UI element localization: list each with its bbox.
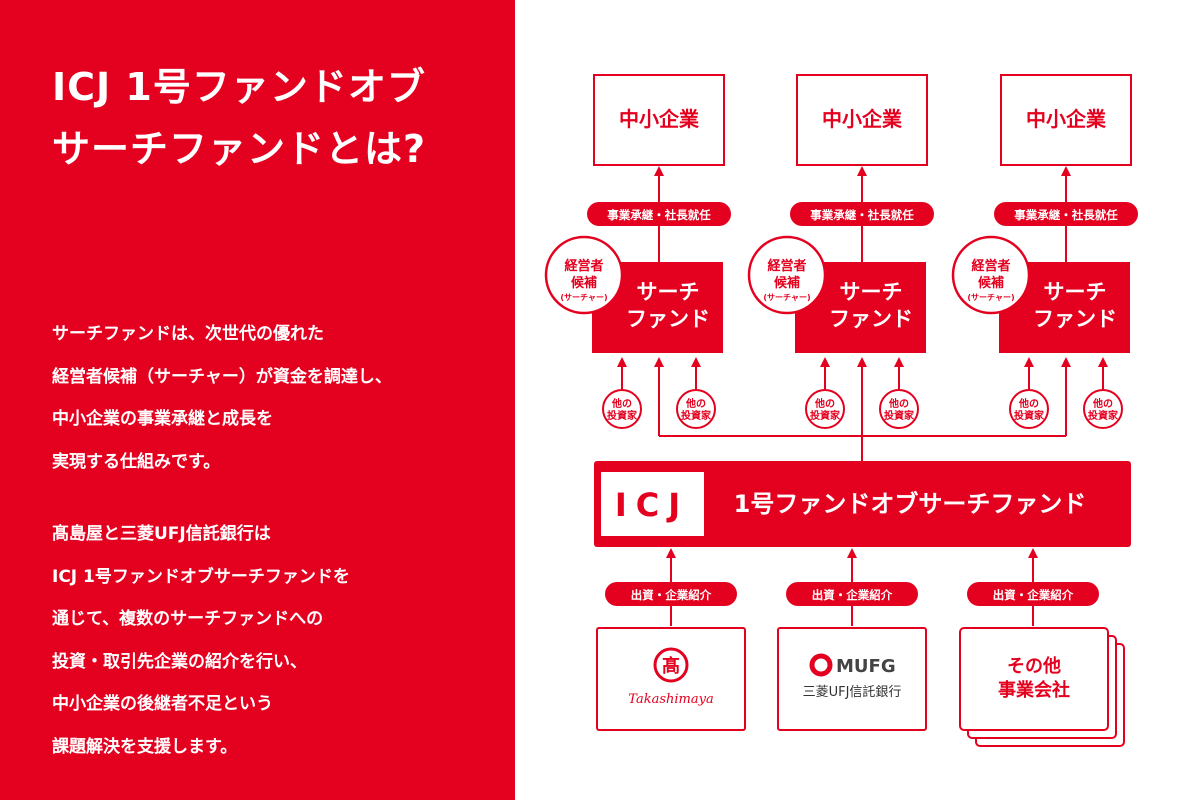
succession-label: 事業承継・社長就任 bbox=[607, 208, 711, 222]
search-fund-label: ファンド bbox=[1033, 307, 1117, 331]
candidate-label: 経営者 bbox=[564, 258, 603, 274]
mufg-card: MUFG 三菱UFJ信託銀行 bbox=[777, 627, 927, 731]
partners-line: 中小企業の後継者不足という bbox=[52, 694, 273, 715]
partners-line: 投資・取引先企業の紹介を行い、 bbox=[52, 651, 307, 672]
intro-line: 中小企業の事業承継と成長を bbox=[52, 409, 273, 430]
partners-line: 通じて、複数のサーチファンドへの bbox=[52, 609, 324, 630]
other-companies-card: その他 事業会社 bbox=[959, 627, 1125, 747]
sme-box bbox=[796, 74, 928, 166]
candidate-circle bbox=[544, 235, 624, 315]
sme-label: 中小企業 bbox=[822, 107, 903, 131]
other-investor-label: 投資家 bbox=[607, 409, 638, 422]
takashimaya-name: Takashimaya bbox=[628, 692, 713, 707]
icj-distribution-line bbox=[659, 435, 1066, 461]
title-line-2: サーチファンドとは? bbox=[52, 127, 427, 171]
candidate-label: 候補 bbox=[978, 275, 1004, 291]
other-investor-label: 他の bbox=[888, 397, 909, 410]
search-fund-label: ファンド bbox=[829, 307, 913, 331]
fund-column-2: 中小企業 事業承継・社長就任 サーチ ファンド 経営者 候補 (サーチャー) 他… bbox=[747, 74, 934, 461]
succession-pill bbox=[587, 202, 731, 226]
candidate-label: (サーチャー) bbox=[763, 293, 810, 302]
intro-line: 経営者候補（サーチャー）が資金を調達し、 bbox=[52, 366, 392, 387]
partners-paragraph: 髙島屋と三菱UFJ信託銀行は ICJ 1号ファンドオブサーチファンドを 通じて、… bbox=[52, 513, 350, 769]
icj-fund-box: ICJ 1号ファンドオブサーチファンド bbox=[594, 461, 1131, 547]
partners-line: 課題解決を支援します。 bbox=[52, 736, 238, 757]
sme-label: 中小企業 bbox=[1026, 107, 1107, 131]
candidate-label: 経営者 bbox=[971, 258, 1010, 274]
succession-label: 事業承継・社長就任 bbox=[1014, 208, 1118, 222]
candidate-label: 候補 bbox=[774, 275, 800, 291]
other-investor-label: 投資家 bbox=[1088, 409, 1119, 422]
intro-line: 実現する仕組みです。 bbox=[52, 451, 221, 472]
fund-column-3: 中小企業 事業承継・社長就任 サーチ ファンド 経営者 候補 (サーチャー) 他… bbox=[951, 74, 1138, 436]
succession-pill bbox=[790, 202, 934, 226]
other-investor-circle bbox=[1083, 389, 1123, 429]
other-investor-circle bbox=[805, 389, 845, 429]
page-title: ICJ 1号ファンドオブ サーチファンドとは? bbox=[52, 56, 426, 180]
other-investor-label: 他の bbox=[685, 397, 706, 410]
other-companies-box bbox=[959, 627, 1109, 731]
other-investor-label: 投資家 bbox=[681, 409, 712, 422]
icj-logo-text: ICJ bbox=[615, 486, 689, 524]
title-line-1: ICJ 1号ファンドオブ bbox=[52, 65, 426, 109]
investment-pill bbox=[605, 582, 737, 606]
partners-line: 髙島屋と三菱UFJ信託銀行は bbox=[52, 524, 271, 544]
fund-column-1: 中小企業 事業承継・社長就任 サーチ ファンド 経営者 候補 (サーチャー) 他… bbox=[544, 74, 731, 436]
other-investor-circle bbox=[1009, 389, 1049, 429]
succession-label: 事業承継・社長就任 bbox=[810, 208, 914, 222]
mufg-bank-name: 三菱UFJ信託銀行 bbox=[803, 684, 902, 700]
other-investor-circle bbox=[879, 389, 919, 429]
other-investor-label: 投資家 bbox=[1014, 409, 1045, 422]
candidate-label: 経営者 bbox=[767, 258, 806, 274]
takashimaya-card: 髙 Takashimaya bbox=[596, 627, 746, 731]
investment-pill bbox=[786, 582, 918, 606]
search-fund-label: サーチ bbox=[1044, 280, 1107, 304]
other-investor-circle bbox=[676, 389, 716, 429]
other-investor-label: 他の bbox=[1018, 397, 1039, 410]
other-investor-label: 投資家 bbox=[810, 409, 841, 422]
search-fund-label: サーチ bbox=[840, 280, 903, 304]
search-fund-label: サーチ bbox=[637, 280, 700, 304]
investment-label: 出資・企業紹介 bbox=[631, 588, 712, 602]
succession-pill bbox=[994, 202, 1138, 226]
other-investor-label: 投資家 bbox=[884, 409, 915, 422]
other-investor-label: 他の bbox=[1092, 397, 1113, 410]
mufg-name: MUFG bbox=[836, 656, 896, 677]
mufg-logo-icon bbox=[809, 653, 833, 677]
intro-paragraph: サーチファンドは、次世代の優れた 経営者候補（サーチャー）が資金を調達し、 中小… bbox=[52, 313, 392, 483]
other-investor-label: 他の bbox=[814, 397, 835, 410]
icj-logo-box bbox=[601, 472, 704, 536]
mufg-box bbox=[777, 627, 927, 731]
sme-box bbox=[593, 74, 725, 166]
candidate-circle bbox=[747, 235, 827, 315]
left-panel: ICJ 1号ファンドオブ サーチファンドとは? サーチファンドは、次世代の優れた… bbox=[0, 0, 515, 800]
partners-line: ICJ 1号ファンドオブサーチファンドを bbox=[52, 566, 350, 587]
other-investor-label: 他の bbox=[611, 397, 632, 410]
intro-line: サーチファンドは、次世代の優れた bbox=[52, 324, 324, 344]
search-fund-label: ファンド bbox=[626, 307, 710, 331]
icj-fund-bg bbox=[594, 461, 1131, 547]
takashimaya-logo-icon bbox=[653, 647, 689, 683]
sme-box bbox=[1000, 74, 1132, 166]
other-investor-circle bbox=[602, 389, 642, 429]
candidate-label: (サーチャー) bbox=[967, 293, 1014, 302]
icj-fund-name: 1号ファンドオブサーチファンド bbox=[734, 490, 1087, 518]
investment-flows: 出資・企業紹介 出資・企業紹介 出資・企業紹介 bbox=[605, 548, 1099, 626]
investment-label: 出資・企業紹介 bbox=[812, 588, 893, 602]
candidate-label: 候補 bbox=[571, 275, 597, 291]
investment-label: 出資・企業紹介 bbox=[993, 588, 1074, 602]
sme-label: 中小企業 bbox=[619, 107, 700, 131]
candidate-circle bbox=[951, 235, 1031, 315]
other-companies-label: 事業会社 bbox=[998, 679, 1070, 701]
candidate-label: (サーチャー) bbox=[560, 293, 607, 302]
takashimaya-logo-mark: 髙 bbox=[662, 655, 680, 677]
investment-pill bbox=[967, 582, 1099, 606]
other-companies-label: その他 bbox=[1007, 655, 1061, 677]
